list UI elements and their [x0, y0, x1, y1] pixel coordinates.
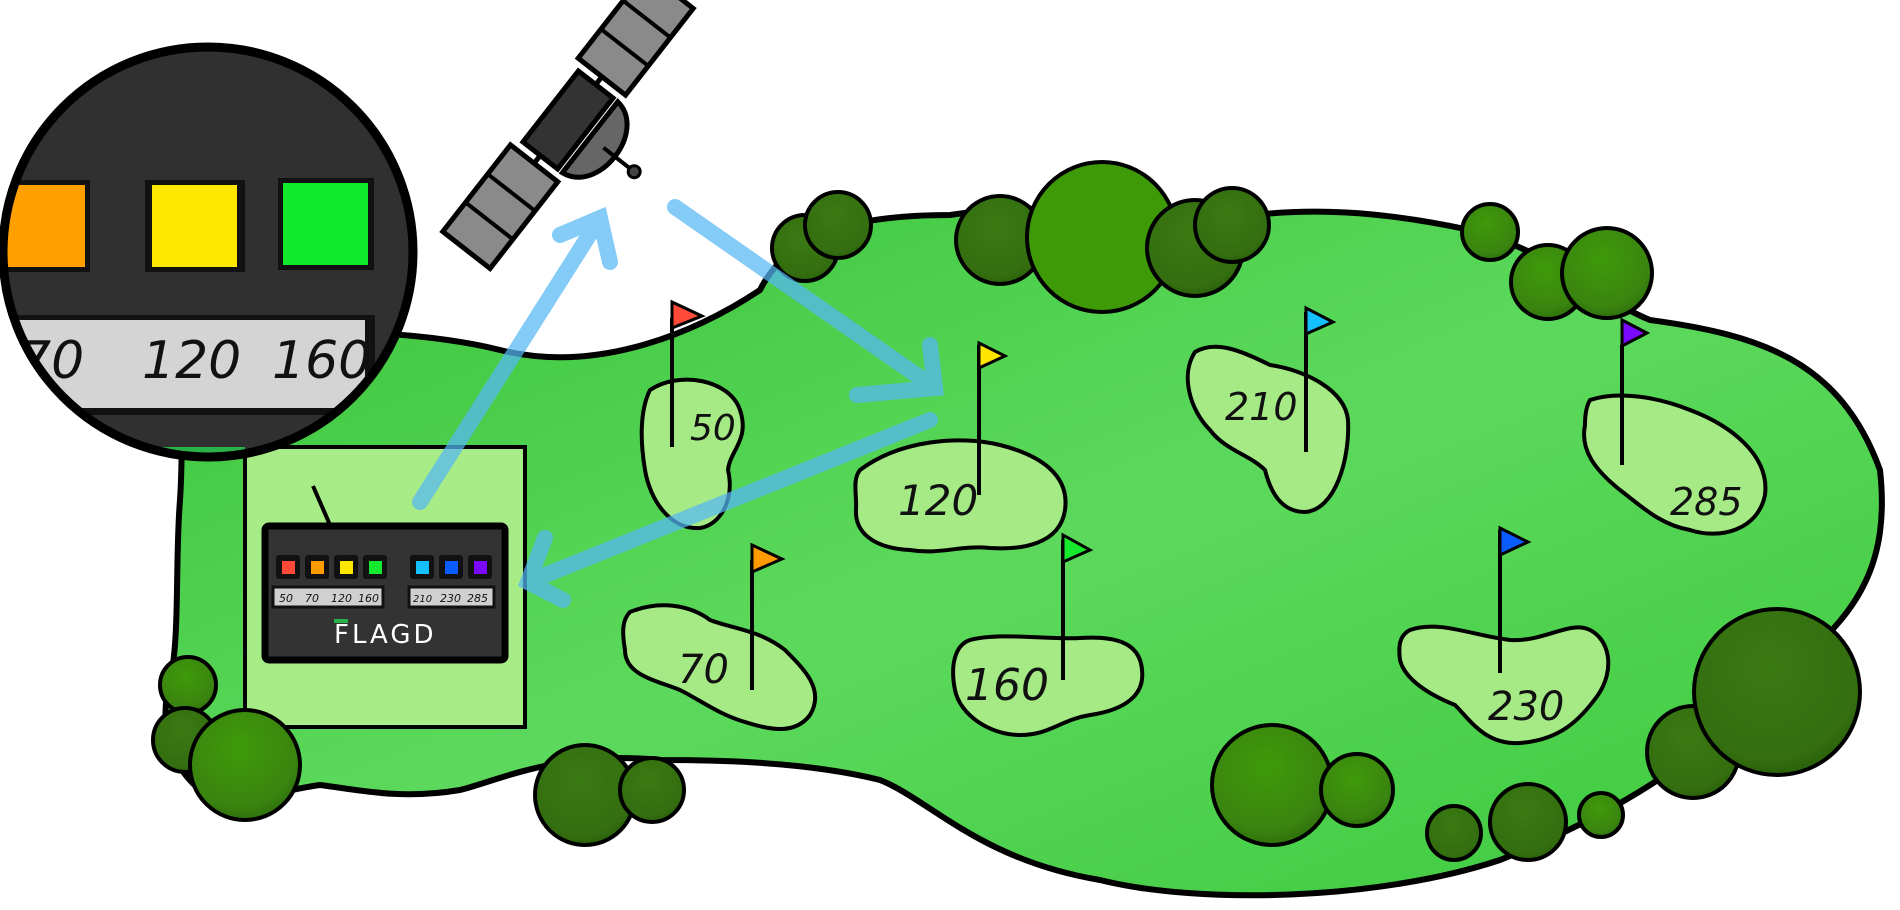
device-label-70: 70 [305, 592, 319, 605]
trees-bottom [151, 607, 1862, 862]
flag-70 [750, 542, 786, 575]
indicator-70 [311, 561, 324, 574]
magnified-indicator-120 [152, 185, 237, 267]
indicator-160 [369, 561, 382, 574]
device-label-230: 230 [440, 592, 461, 605]
brand-logo: FLAGD [334, 620, 437, 650]
flagd-device: 50 70 120 160 210 230 285 FLAGD [261, 485, 509, 664]
distance-label-160: 160 [965, 660, 1049, 711]
device-label-160: 160 [358, 592, 379, 605]
distance-label-210: 210 [1225, 385, 1298, 429]
distance-label-120: 120 [898, 476, 978, 525]
flag-210 [1304, 305, 1337, 337]
device-indicator-group-b: 210 230 285 [407, 555, 496, 609]
trees-top [770, 160, 1654, 321]
brand-mark [334, 619, 348, 623]
flag-50 [670, 299, 706, 331]
distance-label-70: 70 [678, 647, 729, 693]
magnified-label-120: 120 [142, 331, 241, 391]
green-230: 230 [1397, 525, 1611, 746]
indicator-285 [474, 561, 487, 574]
indicator-230 [445, 561, 458, 574]
flag-120 [977, 340, 1009, 371]
device-label-210: 210 [413, 594, 432, 605]
device-indicator-group-a: 50 70 120 160 [271, 555, 387, 609]
magnified-indicator-70 [3, 185, 85, 267]
arrow-device-to-satellite [412, 210, 608, 510]
indicator-50 [282, 561, 295, 574]
magnified-label-160: 160 [272, 331, 371, 391]
indicator-120 [340, 561, 353, 574]
device-label-50: 50 [279, 592, 293, 605]
green-210: 210 [1185, 305, 1351, 515]
green-120: 120 [853, 340, 1068, 554]
magnifier: 70 120 160 [0, 42, 418, 462]
distance-label-50: 50 [690, 408, 736, 449]
device-label-120: 120 [331, 592, 352, 605]
green-70: 70 [621, 542, 818, 731]
arrow-flag-to-device [520, 412, 938, 590]
distance-label-230: 230 [1488, 684, 1564, 730]
indicator-210 [416, 561, 429, 574]
flag-230 [1498, 525, 1532, 558]
green-285: 285 [1582, 317, 1768, 536]
flag-160 [1061, 532, 1094, 565]
flag-285 [1620, 317, 1651, 349]
signal-arrows [412, 199, 944, 608]
arrow-satellite-to-flag [667, 199, 943, 396]
satellite-icon [439, 0, 697, 273]
magnified-indicator-160 [283, 183, 368, 265]
green-160: 160 [951, 532, 1145, 738]
device-label-285: 285 [467, 592, 488, 605]
distance-label-285: 285 [1670, 480, 1743, 524]
